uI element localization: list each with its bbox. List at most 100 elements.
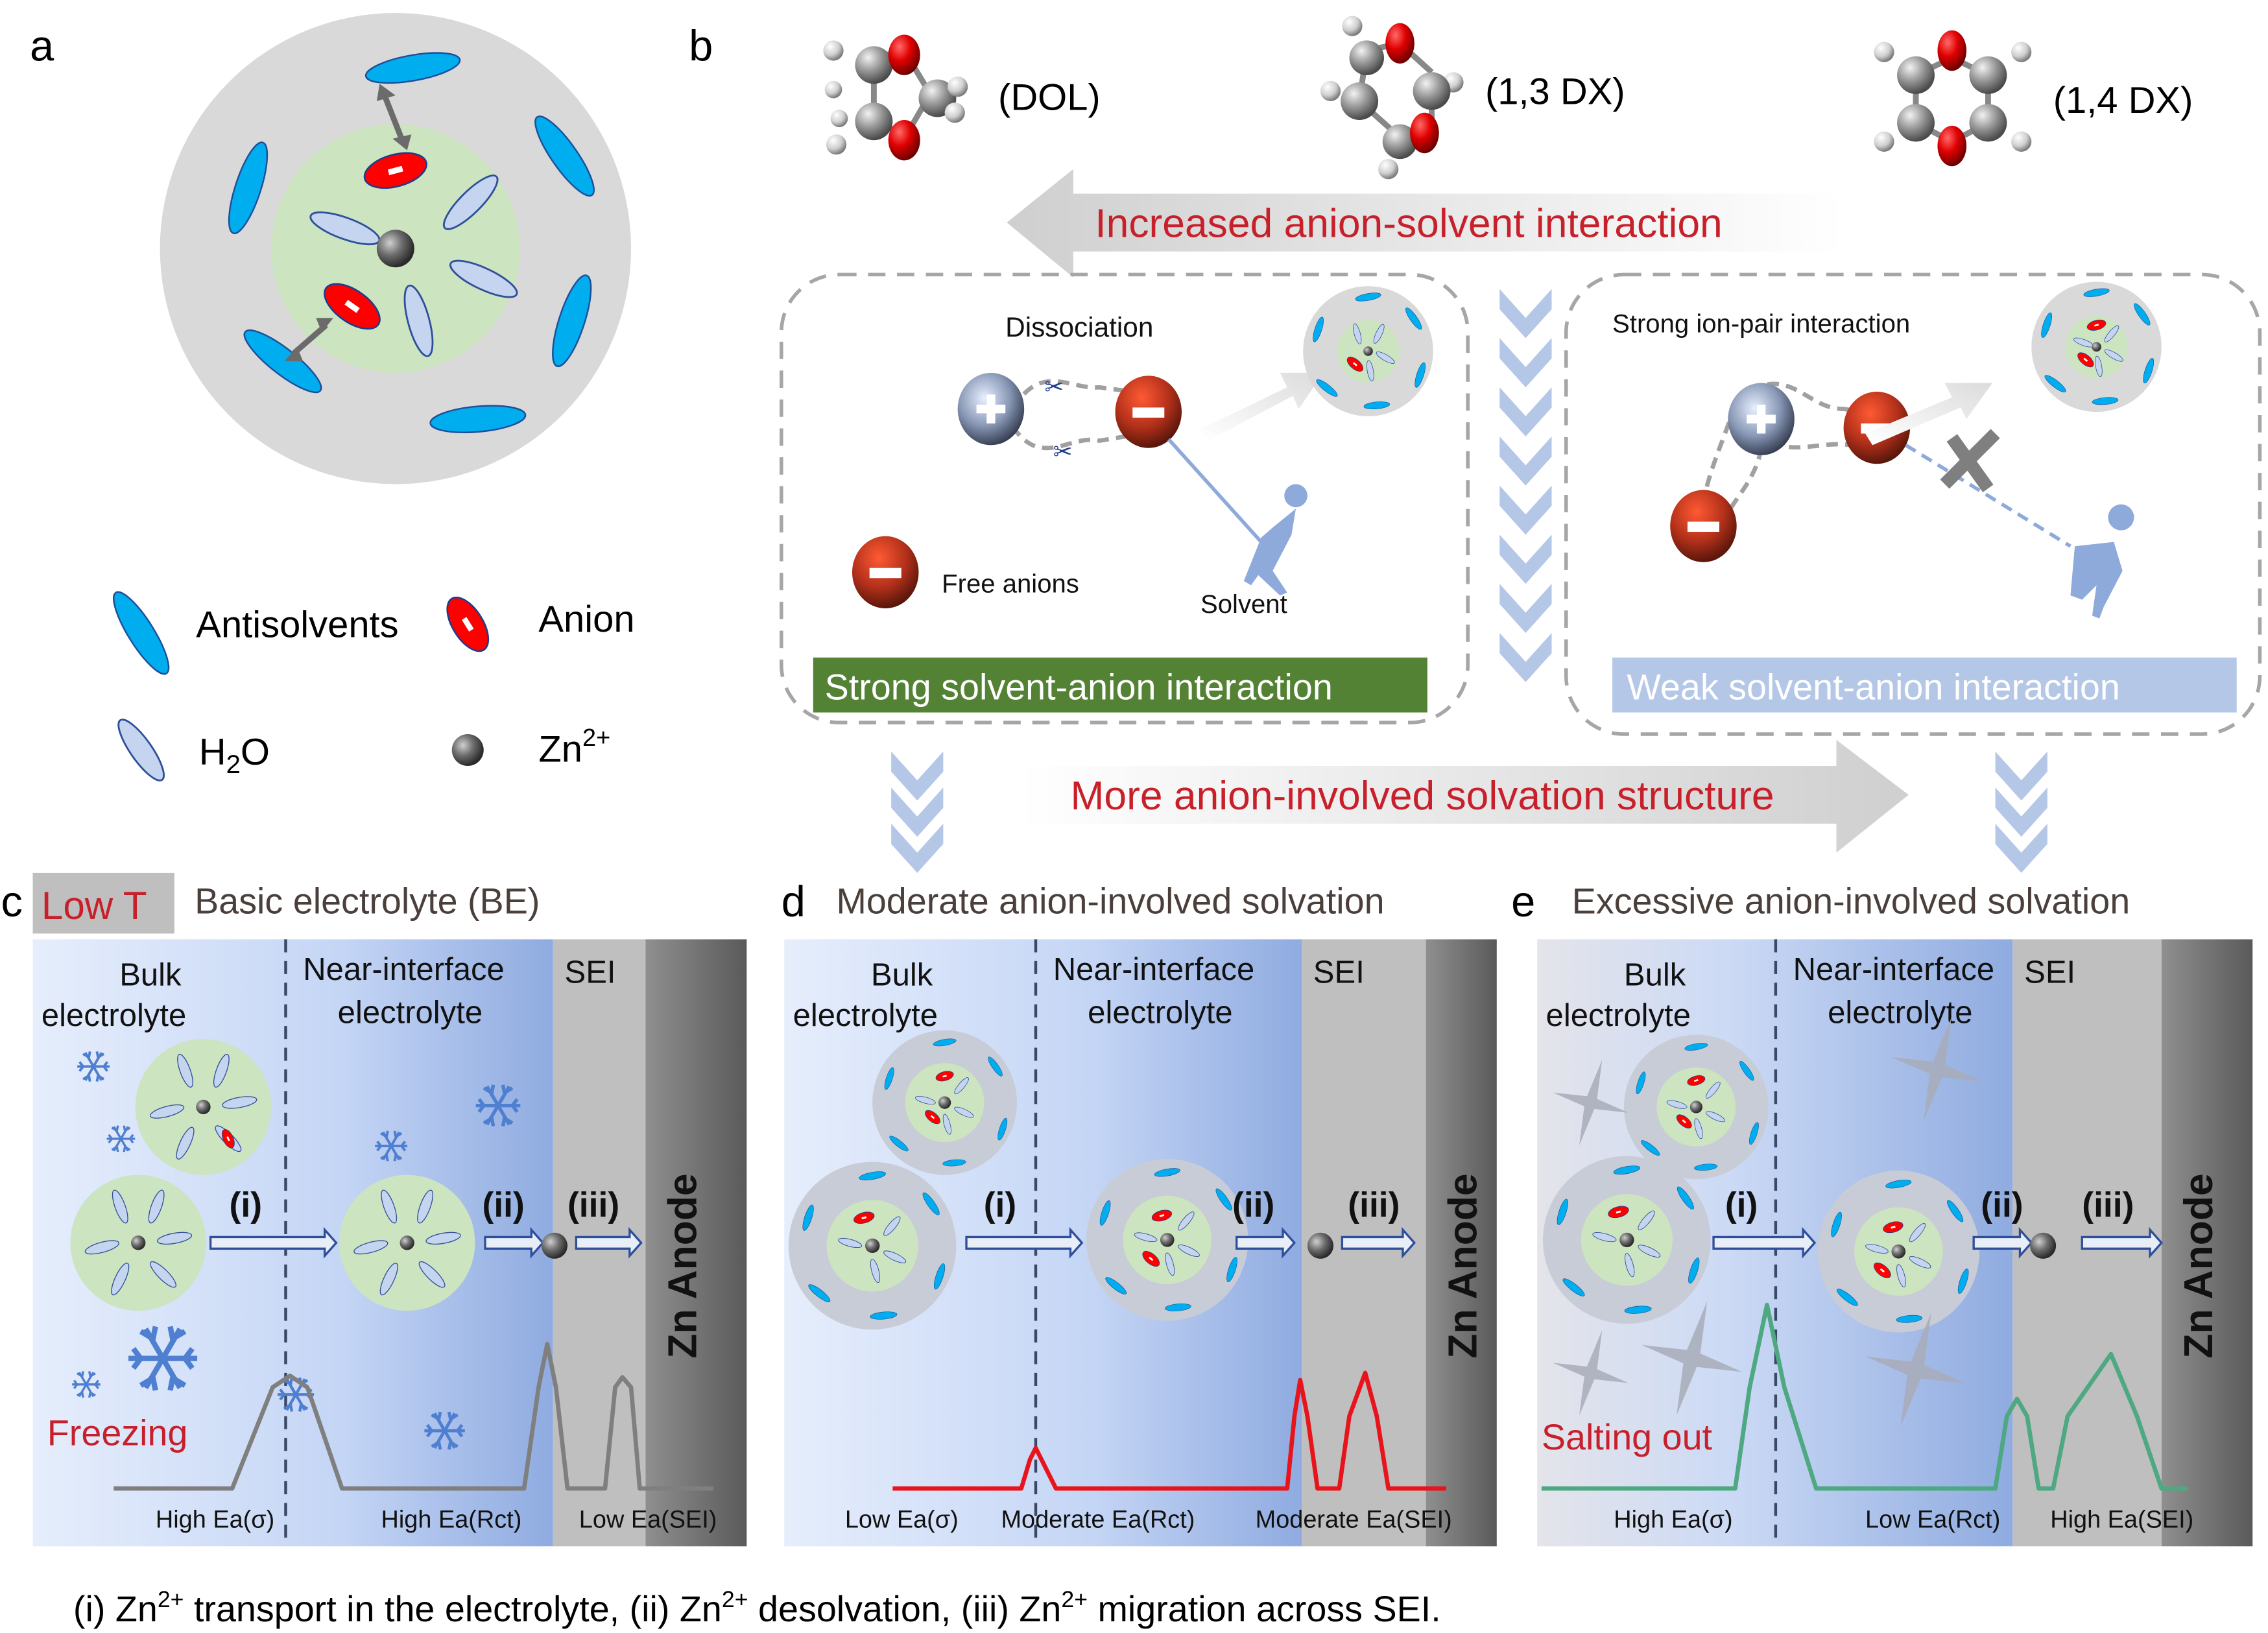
center-chevrons [1499,289,1552,682]
solvation-structure [339,1174,475,1311]
weak-banner-label: Weak solvent-anion interaction [1627,667,2119,708]
energy-profile-d [892,1370,1446,1491]
zn-ion [2030,1232,2057,1259]
cation-ball [1728,383,1795,455]
pull-rope [1167,438,1263,543]
ea-label: Moderate Ea(Rct) [1001,1506,1195,1533]
weak-interaction-box [1564,272,2262,736]
solvation-structure [1543,1156,1711,1324]
solvation-structure [1086,1159,1248,1321]
ea-label: Moderate Ea(SEI) [1256,1506,1452,1533]
molecule-label-dol: (DOL) [998,77,1101,118]
panel-letter-a: a [30,22,54,71]
panel-a: a Antisol [30,13,635,787]
panel-title-e: Excessive anion-involved solvation [1572,881,2131,921]
step-arrow [209,1226,338,1259]
panel-letter-c: c [1,877,22,926]
ea-label: High Ea(σ) [156,1506,274,1533]
legend-zn: Zn2+ [538,724,610,770]
bulk-label: Bulk [1624,958,1686,993]
salting-out-label: Salting out [1542,1417,1713,1457]
figure-caption: (i) Zn2+ transport in the electrolyte, (… [73,1586,1441,1629]
step-arrow [1341,1226,1416,1259]
scissors-icon: ✂ [1044,374,1064,399]
step-label: (ii) [1981,1186,2023,1224]
step-label: (i) [984,1186,1016,1224]
step-label: (iii) [1348,1186,1400,1224]
blocked-x-icon [1940,429,2000,493]
energy-profile-c [113,1341,714,1491]
strong-banner [813,657,1427,713]
panel-letter-b: b [689,22,713,71]
panel-letter-d: d [782,877,806,926]
ea-label: Low Ea(SEI) [579,1506,717,1533]
near-interface-label: electrolyte [338,995,483,1031]
panel-title-c: Basic electrolyte (BE) [195,881,540,921]
dissociation-label: Dissociation [1005,312,1153,342]
legend-antisolvents: Antisolvents [196,604,398,646]
legend-water-icon [110,713,172,787]
solvation-structure [1623,1034,1769,1180]
increase-arrow [1007,169,1844,278]
mini-solvation-structure [1303,286,1433,416]
zn-anode-label: Zn Anode [2177,1173,2221,1358]
bulk-label: electrolyte [793,998,938,1033]
zn-ion [1307,1232,1334,1259]
anion-ball [1670,490,1737,562]
bulk-label: electrolyte [1546,998,1691,1033]
panel-b: b (DOL) (1,3 DX) [689,16,2262,873]
sei-label: SEI [1313,955,1365,990]
solvation-structure [1817,1170,1980,1333]
ea-label: High Ea(Rct) [381,1506,522,1533]
zn-anode-label: Zn Anode [1441,1173,1486,1358]
step-arrow [2081,1226,2164,1259]
bond-dashed [1726,447,1763,514]
step-label: (ii) [1232,1186,1274,1224]
molecule-13dx: (1,3 DX) [1320,16,1625,180]
free-anions-label: Free anions [942,570,1079,599]
zn-anode-label: Zn Anode [660,1173,705,1358]
molecule-label-13dx: (1,3 DX) [1485,71,1625,112]
zn-ion [541,1232,567,1259]
zn-anode-region [1426,939,1497,1547]
solvation-structure [788,1162,957,1330]
weak-banner [1612,657,2237,713]
interaction-arrows [284,84,412,362]
step-label: (i) [1725,1186,1758,1224]
cation-ball [957,372,1025,446]
sei-label: SEI [2024,955,2075,990]
zn-ion [376,230,414,268]
step-label: (ii) [483,1186,525,1224]
ea-label: Low Ea(Rct) [1865,1506,2000,1533]
bulk-label: Bulk [871,958,933,993]
sei-label: SEI [565,955,616,990]
step-label: (iii) [2082,1186,2134,1224]
step-arrow [1235,1226,1296,1259]
mini-solvation-structure [2031,281,2162,412]
more-anion-arrow [1020,739,1909,853]
free-anion-ball [852,536,919,609]
step-arrow [965,1226,1084,1259]
right-chevrons [1995,751,2047,873]
broken-rope [1904,443,2071,548]
energy-profile-e [1541,1302,2188,1491]
ea-label: Low Ea(σ) [845,1506,959,1533]
step-arrow [575,1226,643,1259]
solvation-structure [70,1174,206,1311]
strong-banner-label: Strong solvent-anion interaction [825,667,1333,708]
increase-arrow-label: Increased anion-solvent interaction [1095,201,1722,246]
ion-pair-label: Strong ion-pair interaction [1612,310,1910,339]
low-t-badge [32,872,174,934]
near-interface-label: electrolyte [1828,995,1972,1031]
solvent-person-icon [1243,484,1307,596]
panel-letter-e: e [1511,877,1535,926]
molecule-14dx: (1,4 DX) [1874,30,2193,167]
ea-label: High Ea(σ) [1614,1506,1732,1533]
near-interface-label: Near-interface [1793,952,1995,987]
more-anion-arrow-label: More anion-involved solvation structure [1070,774,1774,818]
